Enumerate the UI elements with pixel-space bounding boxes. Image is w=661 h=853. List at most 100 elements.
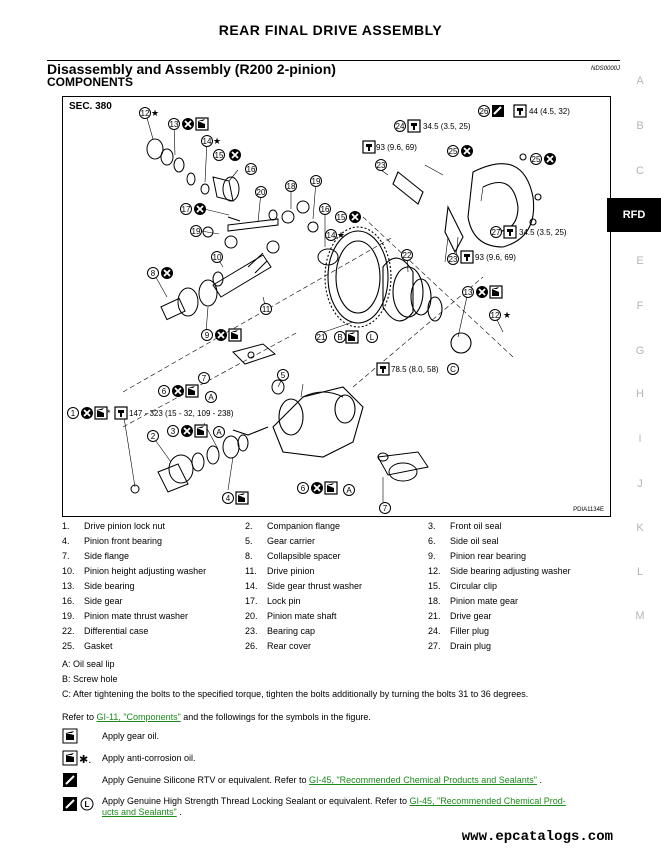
gi-45-link-silicone[interactable]: GI-45, "Recommended Chemical Products an…: [308, 775, 537, 785]
callout-11: 11: [262, 305, 271, 314]
legend-item: 4.Pinion front bearing: [62, 536, 163, 546]
legend-item: 6.Side oil seal: [428, 536, 499, 546]
callout-10: 10: [213, 253, 222, 262]
sidebar-item-k[interactable]: K: [636, 522, 644, 534]
refer-line: Refer to GI-11, "Components" and the fol…: [62, 712, 371, 722]
torque-34-5-right: 34.5 (3.5, 25): [519, 228, 567, 237]
heading-rule: [47, 60, 620, 61]
letter-a-upper: A: [208, 393, 214, 402]
legend-item: 1.Drive pinion lock nut: [62, 521, 166, 531]
watermark: www.epcatalogs.com: [461, 829, 613, 845]
subheading: COMPONENTS: [47, 75, 134, 89]
torque-34-5-top: 34.5 (3.5, 25): [423, 122, 471, 131]
legend-item: 3.Front oil seal: [428, 521, 502, 531]
callout-7-upper: 7: [202, 374, 207, 383]
callout-12-top: 12: [141, 109, 150, 118]
legend-item: 17.Lock pin: [245, 596, 301, 606]
torque-93-right: 93 (9.6, 69): [475, 253, 516, 262]
legend-item: 25.Gasket: [62, 641, 113, 651]
torque-78-5: 78.5 (8.0, 58): [391, 365, 439, 374]
callout-13-right: 13: [464, 288, 473, 297]
sidebar-item-g[interactable]: G: [635, 345, 645, 357]
svg-text:L: L: [85, 800, 90, 809]
legend-item: 11.Drive pinion: [245, 566, 315, 576]
legend-item: 22.Differential case: [62, 626, 149, 636]
callout-5: 5: [281, 371, 286, 380]
silicone-rtv-icon: [62, 772, 78, 788]
callout-12-right: 12: [491, 311, 500, 320]
sidebar-item-h[interactable]: H: [636, 388, 644, 400]
svg-text:★: ★: [337, 230, 345, 240]
page-title: REAR FINAL DRIVE ASSEMBLY: [218, 22, 443, 38]
sidebar-item-b[interactable]: B: [636, 120, 644, 132]
legend-item: 21.Drive gear: [428, 611, 492, 621]
letter-l: L: [370, 333, 375, 342]
callout-20: 20: [257, 188, 266, 197]
gi-11-components-link[interactable]: GI-11, "Components": [96, 712, 181, 722]
gi-45-link-thread-lock-cont[interactable]: ucts and Sealants": [102, 807, 177, 817]
note-c: C: After tightening the bolts to the spe…: [62, 689, 529, 699]
legend-item: 5.Gear carrier: [245, 536, 316, 546]
torque-44: 44 (4.5, 32): [529, 107, 570, 116]
callout-23-right: 23: [449, 255, 458, 264]
legend-item: 2.Companion flange: [245, 521, 341, 531]
letter-b: B: [337, 333, 342, 342]
gi-45-link-thread-lock[interactable]: GI-45, "Recommended Chemical Prod-: [409, 796, 566, 806]
callout-14-top: 14: [203, 137, 212, 146]
callout-24: 24: [396, 122, 405, 131]
legend-item: 8.Collapsible spacer: [245, 551, 341, 561]
sidebar-item-i[interactable]: I: [638, 433, 642, 445]
callout-15-top: 15: [215, 151, 224, 160]
legend-item: 7.Side flange: [62, 551, 130, 561]
gear-oil-icon: [62, 728, 78, 744]
symbol-anti-corrosion-text: Apply anti-corrosion oil.: [102, 753, 196, 763]
svg-text:✱.: ✱.: [79, 754, 91, 766]
sidebar-item-m[interactable]: M: [635, 610, 645, 622]
legend-item: 14.Side gear thrust washer: [245, 581, 363, 591]
section-label: SEC. 380: [69, 101, 112, 112]
legend-item: 27.Drain plug: [428, 641, 492, 651]
callout-23-left: 23: [377, 161, 386, 170]
symbol-thread-locking-text: Apply Genuine High Strength Thread Locki…: [102, 796, 566, 817]
symbol-silicone-text: Apply Genuine Silicone RTV or equivalent…: [102, 775, 542, 785]
callout-21: 21: [317, 333, 326, 342]
sidebar-item-rfd[interactable]: RFD: [607, 198, 661, 232]
callout-8: 8: [151, 269, 156, 278]
sidebar-item-e[interactable]: E: [636, 255, 644, 267]
note-b: B: Screw hole: [62, 674, 118, 684]
callout-27: 27: [492, 228, 501, 237]
sidebar-item-f[interactable]: F: [636, 300, 644, 312]
sidebar-item-l[interactable]: L: [636, 566, 644, 578]
callout-18-upper: 18: [287, 182, 296, 191]
callout-22: 22: [403, 251, 412, 260]
anti-corrosion-oil-icon: ✱.: [62, 750, 92, 766]
callout-19-lower: 19: [192, 227, 201, 236]
callout-25-right: 25: [532, 155, 541, 164]
svg-text:★: ★: [503, 310, 511, 320]
sidebar-item-c[interactable]: C: [636, 165, 644, 177]
thread-locking-sealant-icon: L: [62, 796, 96, 812]
callout-7-lower: 7: [383, 504, 388, 513]
legend-item: 15.Circular clip: [428, 581, 498, 591]
exploded-view-figure: SEC. 380: [62, 96, 611, 517]
sidebar-item-a[interactable]: A: [636, 75, 644, 87]
callout-1: 1: [71, 409, 76, 418]
callout-19-upper: 19: [312, 177, 321, 186]
legend-item: 23.Bearing cap: [245, 626, 316, 636]
callout-16-mid: 16: [321, 205, 330, 214]
callout-14-mid: 14: [327, 231, 336, 240]
doc-code: NDS0000J: [590, 66, 620, 72]
callout-9: 9: [205, 331, 210, 340]
callout-4: 4: [226, 494, 231, 503]
torque-93-top: 93 (9.6, 69): [376, 143, 417, 152]
section-heading: Disassembly and Assembly (R200 2-pinion): [47, 61, 336, 77]
sidebar-item-j[interactable]: J: [637, 478, 643, 490]
letter-c: C: [450, 365, 456, 374]
legend-item: 19.Pinion mate thrust washer: [62, 611, 189, 621]
svg-text:★: ★: [151, 108, 159, 118]
callout-16-top: 16: [247, 165, 256, 174]
letter-a-mid: A: [216, 428, 222, 437]
legend-item: 20.Pinion mate shaft: [245, 611, 337, 621]
callout-13-top: 13: [170, 120, 179, 129]
callout-2: 2: [151, 432, 156, 441]
